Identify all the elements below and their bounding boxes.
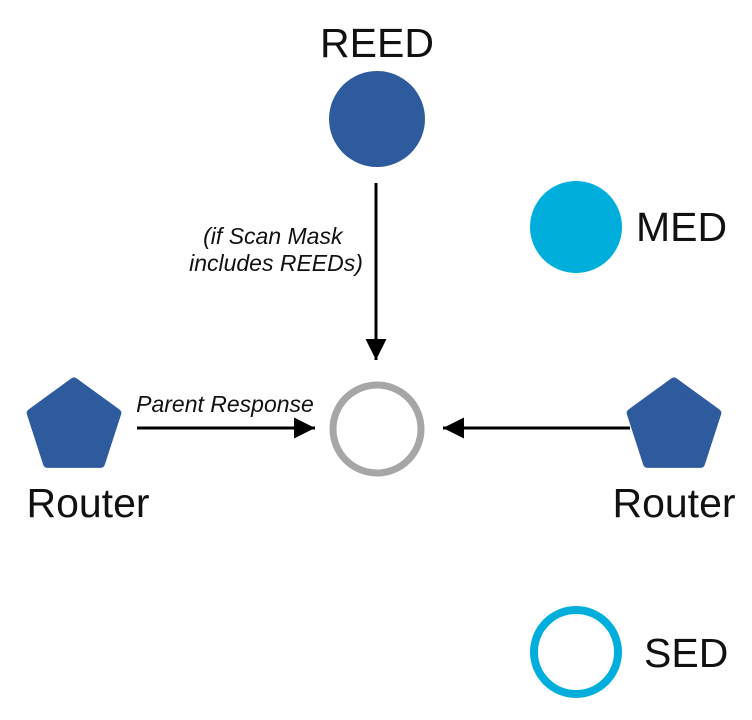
center-node-circle	[329, 381, 425, 477]
reed-node-circle	[329, 71, 425, 167]
reed-label: REED	[320, 20, 434, 66]
scan-mask-annotation-line2: includes REEDs)	[189, 250, 363, 276]
med-label: MED	[636, 204, 727, 250]
parent-response-annotation: Parent Response	[136, 391, 314, 417]
router-right-label: Router	[612, 480, 735, 526]
router-right-pentagon-shape	[626, 377, 722, 468]
router-left-pentagon	[26, 377, 122, 468]
router-left-label: Router	[26, 480, 149, 526]
scan-mask-annotation: (if Scan Mask includes REEDs)	[189, 223, 363, 276]
scan-mask-annotation-line1: (if Scan Mask	[203, 223, 344, 249]
med-node-circle	[530, 181, 622, 273]
sed-label: SED	[644, 630, 728, 676]
sed-node-circle	[530, 606, 622, 698]
router-right-pentagon	[626, 377, 722, 468]
router-left-pentagon-shape	[26, 377, 122, 468]
